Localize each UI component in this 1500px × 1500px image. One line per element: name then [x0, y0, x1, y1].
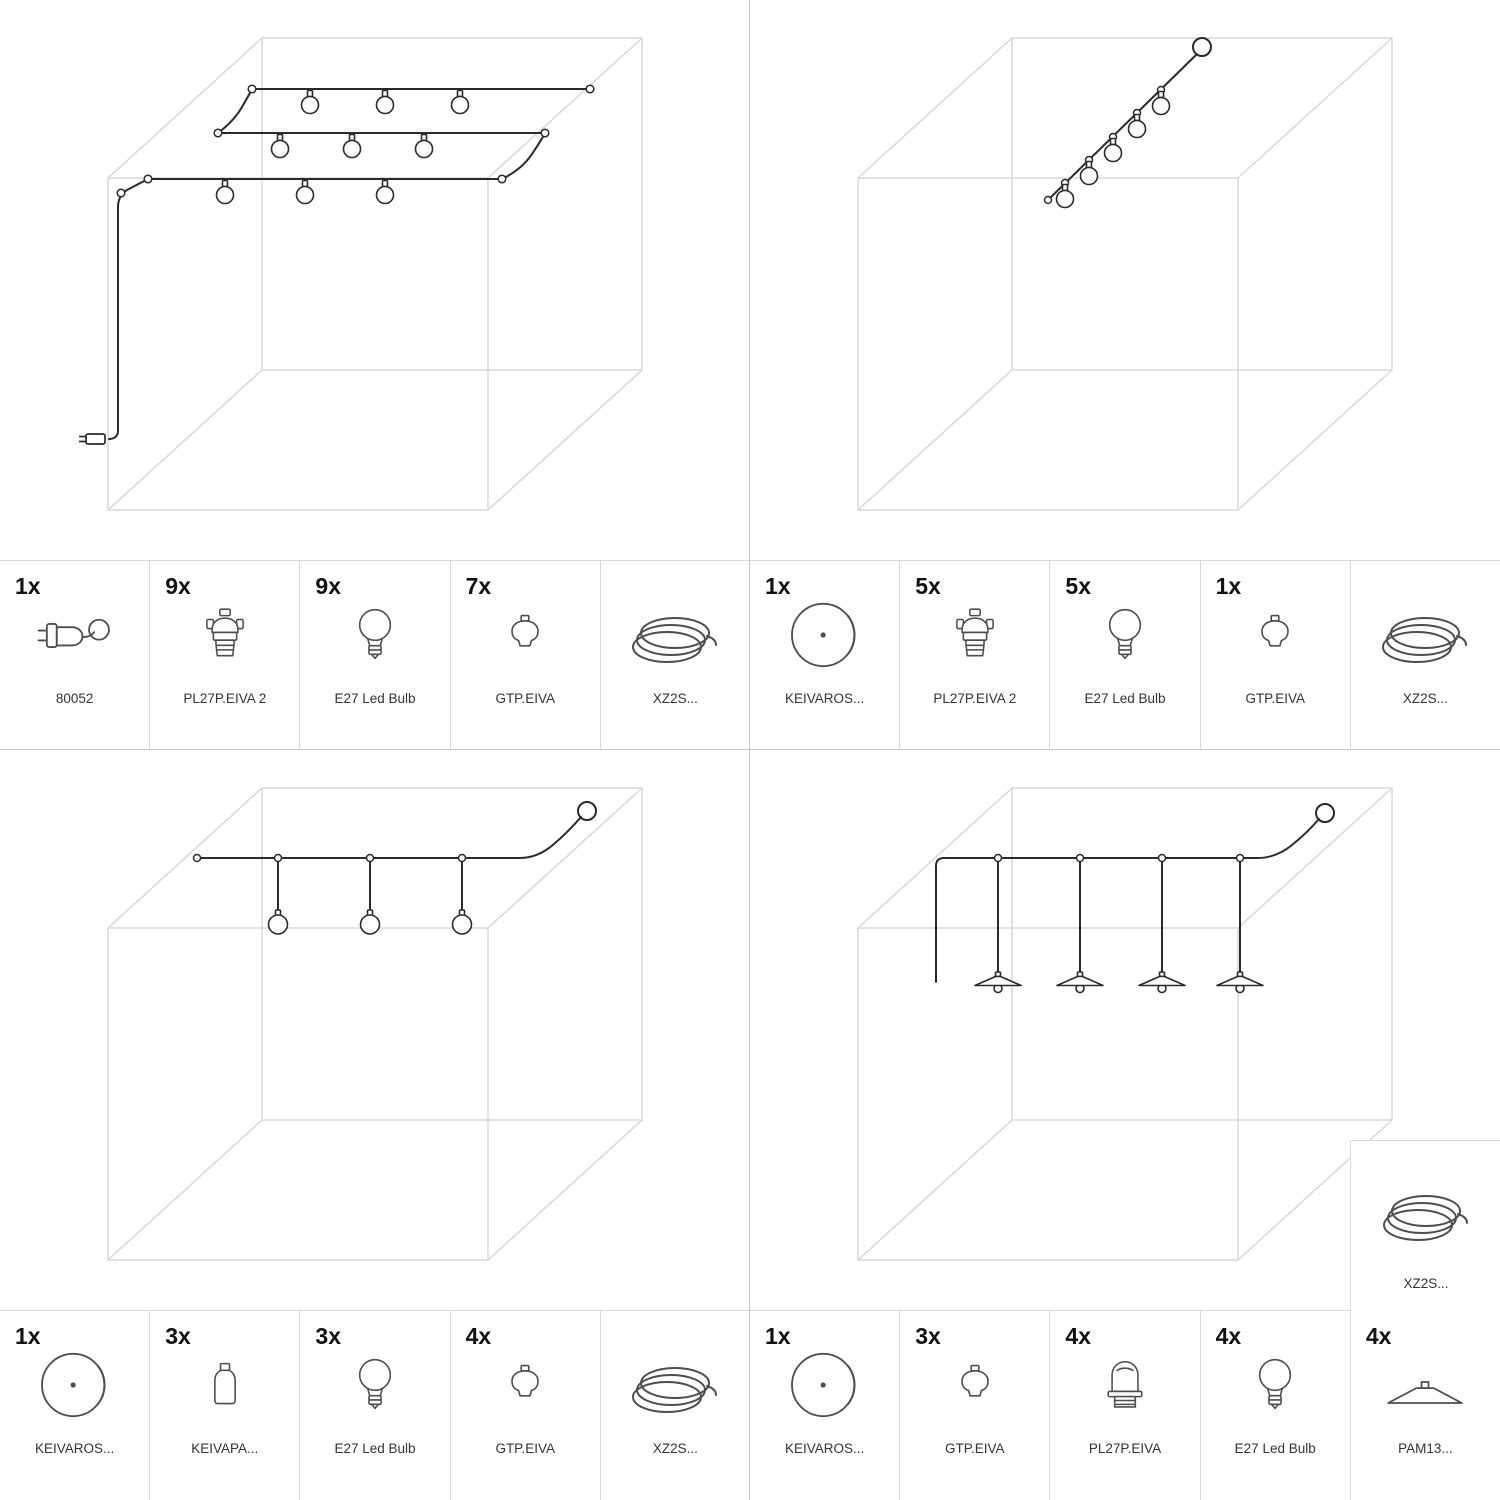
part-code: KEIVAROS...: [784, 1441, 865, 1456]
part-cell: 7x GTP.EIVA: [450, 561, 601, 750]
part-code: GTP.EIVA: [495, 691, 555, 706]
part-qty: 1x: [1215, 573, 1242, 599]
part-cell: 3x KEIVAPA...: [150, 1311, 301, 1500]
part-qty: 4x: [1215, 1323, 1242, 1349]
cable-grip-icon: [511, 614, 540, 647]
part-qty: 9x: [165, 573, 191, 599]
part-qty: 7x: [465, 573, 492, 599]
part-code: GTP.EIVA: [945, 1441, 1005, 1456]
part-code: KEIVAPA...: [191, 1441, 259, 1456]
part-qty: 1x: [15, 573, 41, 599]
parts-list: 1x KEIVAROS... 3x GTP.EIVA 4x PL27P.EIVA: [750, 1310, 1500, 1500]
lamp-holder-icon: [955, 608, 994, 657]
led-bulb-icon: [358, 1358, 392, 1410]
cable-coil-icon: [1383, 1194, 1468, 1241]
lamp-holder-dome-icon: [1107, 1360, 1143, 1408]
three-pendant-diagram: [107, 787, 643, 1261]
part-qty: 4x: [1365, 1323, 1392, 1349]
vertical-divider: [749, 0, 750, 1500]
parts-list: 1x KEIVAROS... 5x PL27P.EIVA 2 5x E27 Le…: [750, 560, 1500, 751]
part-cell: 9x E27 Led Bulb: [300, 561, 451, 750]
part-cell: 3x E27 Led Bulb: [300, 1311, 451, 1500]
part-qty: 4x: [1065, 1323, 1091, 1349]
serpentine-string-lights-diagram: [79, 37, 643, 511]
part-cell: 1x KEIVAROS...: [0, 1311, 151, 1500]
part-cell: 1x KEIVAROS...: [750, 561, 901, 750]
part-cell: 1x GTP.EIVA: [1200, 561, 1351, 750]
part-qty: 3x: [165, 1323, 191, 1349]
part-code: 80052: [55, 691, 94, 706]
cable-grip-icon: [960, 1364, 989, 1397]
horizontal-divider: [0, 749, 1500, 750]
part-code: XZ2S...: [652, 691, 698, 706]
part-code: KEIVAROS...: [34, 1441, 115, 1456]
part-cell: 1x KEIVAROS...: [750, 1311, 901, 1500]
cable-coil-icon: [1382, 617, 1468, 663]
led-bulb-icon: [1108, 608, 1142, 660]
part-code: XZ2S...: [1402, 691, 1448, 706]
kit-panel-three-pendants: 1x KEIVAROS... 3x KEIVAPA... 3x E27 Led …: [0, 750, 751, 1500]
cable-reel-icon: [40, 1352, 106, 1418]
part-code: E27 Led Bulb: [334, 1441, 416, 1456]
kit-panel-serpentine: 1x 80052 9x PL27P.EIVA 2 9x E27 Led Bulb: [0, 0, 751, 751]
part-cell: 4x PAM13...: [1350, 1311, 1500, 1500]
bottle-holder-icon: [213, 1362, 236, 1405]
cable-coil-icon: [632, 617, 718, 663]
part-qty: 1x: [765, 573, 791, 599]
part-code: PAM13...: [1398, 1441, 1453, 1456]
kit-panel-diagonal-garland: 1x KEIVAROS... 5x PL27P.EIVA 2 5x E27 Le…: [750, 0, 1500, 751]
part-code: E27 Led Bulb: [1084, 691, 1166, 706]
cable-reel-icon: [790, 602, 856, 668]
part-code: KEIVAROS...: [784, 691, 865, 706]
part-cell: XZ2S...: [1350, 561, 1500, 750]
part-qty: 9x: [315, 573, 341, 599]
part-code: PL27P.EIVA 2: [933, 691, 1017, 706]
part-cell: 4x GTP.EIVA: [450, 1311, 601, 1500]
part-code: E27 Led Bulb: [334, 691, 416, 706]
part-code: GTP.EIVA: [1245, 691, 1305, 706]
part-cell: 5x PL27P.EIVA 2: [900, 561, 1051, 750]
lamp-holder-icon: [205, 608, 244, 657]
part-cell: XZ2S...: [600, 1311, 751, 1500]
part-code: XZ2S...: [1403, 1276, 1449, 1291]
part-icon-box: [601, 561, 750, 691]
part-cell: 4x E27 Led Bulb: [1200, 1311, 1351, 1500]
part-cell: XZ2S...: [1350, 1140, 1500, 1311]
diagonal-garland-diagram: [857, 37, 1393, 511]
part-icon-box: [1351, 561, 1500, 691]
parts-list: 1x 80052 9x PL27P.EIVA 2 9x E27 Led Bulb: [0, 560, 751, 751]
part-code: PL27P.EIVA: [1088, 1441, 1162, 1456]
cable-grip-icon: [1261, 614, 1290, 647]
cable-reel-icon: [790, 1352, 856, 1418]
part-code: XZ2S...: [652, 1441, 698, 1456]
part-cell: XZ2S...: [600, 561, 751, 750]
part-code: E27 Led Bulb: [1234, 1441, 1316, 1456]
part-qty: 3x: [915, 1323, 941, 1349]
part-icon-box: [601, 1311, 750, 1441]
part-qty: 3x: [315, 1323, 341, 1349]
part-cell: 5x E27 Led Bulb: [1050, 561, 1201, 750]
cable-coil-icon: [632, 1367, 718, 1413]
plug-icon: [37, 618, 110, 648]
cable-grip-icon: [511, 1364, 540, 1397]
four-pendant-shade-diagram: [857, 787, 1393, 1261]
part-code: GTP.EIVA: [495, 1441, 555, 1456]
part-code: PL27P.EIVA 2: [183, 691, 267, 706]
kit-panel-four-pendant-shades: XZ2S... 1x KEIVAROS... 3x GTP.EIVA 4x: [750, 750, 1500, 1500]
flat-shade-icon: [1387, 1380, 1464, 1404]
part-cell: 9x PL27P.EIVA 2: [150, 561, 301, 750]
part-qty: 1x: [15, 1323, 41, 1349]
part-icon-box: [1351, 1141, 1500, 1276]
part-cell: 1x 80052: [0, 561, 151, 750]
part-qty: 1x: [765, 1323, 791, 1349]
part-cell: 4x PL27P.EIVA: [1050, 1311, 1201, 1500]
led-bulb-icon: [1259, 1358, 1292, 1410]
led-bulb-icon: [358, 608, 392, 660]
parts-list: 1x KEIVAROS... 3x KEIVAPA... 3x E27 Led …: [0, 1310, 751, 1500]
part-qty: 5x: [1065, 573, 1091, 599]
part-cell: 3x GTP.EIVA: [900, 1311, 1051, 1500]
part-qty: 5x: [915, 573, 941, 599]
part-qty: 4x: [465, 1323, 492, 1349]
